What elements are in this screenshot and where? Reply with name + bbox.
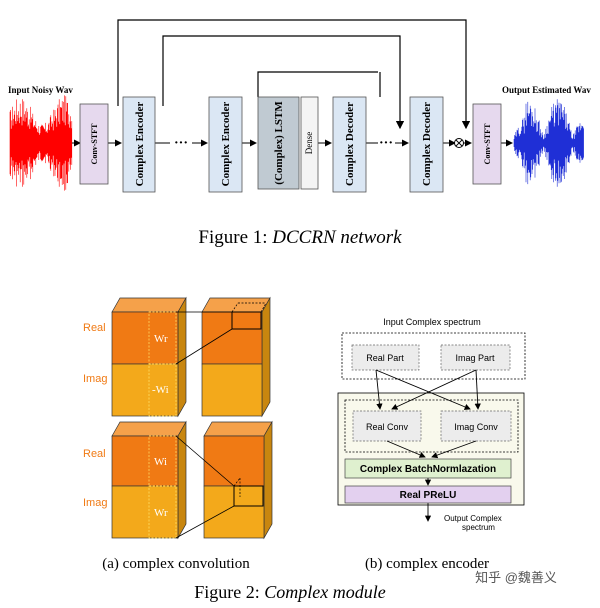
complex-decoder-block-1: Complex Decoder (332, 96, 367, 193)
svg-text:(Complex) LSTM: (Complex) LSTM (273, 101, 285, 185)
crossing-arrows (375, 369, 481, 410)
batchnorm-box: Complex BatchNormlazation (344, 458, 512, 479)
svg-text:Imag Part: Imag Part (455, 353, 495, 363)
cube-top-left (111, 296, 187, 418)
cube-top-right (201, 296, 271, 418)
svg-text:Real PReLU: Real PReLU (400, 490, 457, 501)
figure2b-caption: (b) complex encoder (365, 556, 489, 572)
svg-text:Complex Encoder: Complex Encoder (134, 102, 146, 187)
svg-text:Imag Conv: Imag Conv (454, 422, 498, 432)
merge-arrows (386, 440, 477, 522)
cube-bottom-right (203, 420, 273, 540)
figure2b-complex-encoder: Input Complex spectrum Real Part Imag Pa… (337, 317, 526, 572)
imag-conv-box: Imag Conv (440, 410, 512, 442)
kernel-neg-wi: -Wi (152, 384, 169, 396)
output-complex-spectrum-title: Output Complex (444, 514, 502, 523)
svg-text:Real Conv: Real Conv (366, 422, 409, 432)
conv-stft-output-block: Conv-STFT (472, 103, 502, 185)
watermark: 知乎 @魏善义 (475, 570, 557, 585)
svg-text:Conv-STFT: Conv-STFT (483, 123, 492, 165)
connector-lines-top (175, 311, 233, 365)
figure2-caption: Figure 2: Complex module (194, 582, 385, 602)
input-waveform (9, 95, 73, 191)
kernel-wr-top: Wr (154, 333, 168, 345)
complex-encoder-block-1: Complex Encoder (122, 96, 156, 193)
conv-dashed-group (344, 399, 519, 453)
real-part-box: Real Part (351, 344, 420, 371)
connector-lines-bottom (175, 435, 235, 539)
kernel-wi: Wi (154, 456, 167, 468)
svg-text:Complex BatchNormlazation: Complex BatchNormlazation (360, 464, 496, 475)
output-complex-spectrum-title-2: spectrum (462, 523, 495, 532)
dense-block: Dense (300, 96, 319, 190)
input-noisy-wav-label: Input Noisy Wav (8, 85, 73, 95)
complex-lstm-block: (Complex) LSTM (257, 96, 300, 190)
prelu-box: Real PReLU (344, 485, 512, 504)
label-real-bottom: Real (83, 448, 106, 460)
ellipsis-decoders: ··· (379, 136, 393, 151)
waveform-trace (9, 95, 73, 191)
figure1-caption: Figure 1: DCCRN network (198, 227, 402, 248)
ellipsis-encoders: ··· (174, 136, 188, 151)
skip-connection-lines (117, 19, 471, 130)
svg-text:Complex Encoder: Complex Encoder (220, 102, 232, 187)
cube-bottom-left (111, 420, 187, 540)
multiply-operator (454, 138, 464, 148)
svg-text:Dense: Dense (304, 132, 314, 155)
conv-stft-input-block: Conv-STFT (79, 103, 109, 185)
svg-text:Real Part: Real Part (366, 353, 404, 363)
imag-part-box: Imag Part (440, 344, 511, 371)
output-waveform (513, 99, 584, 187)
complex-decoder-block-2: Complex Decoder (409, 96, 444, 193)
kernel-wr-bottom: Wr (154, 507, 168, 519)
complex-encoder-block-2: Complex Encoder (208, 96, 243, 193)
label-real-top: Real (83, 322, 106, 334)
label-imag-top: Imag (83, 373, 107, 385)
label-imag-bottom: Imag (83, 497, 107, 509)
figure1-dccrn-network: Input Noisy Wav Output Estimated Wav Con… (8, 19, 591, 248)
waveform-trace (513, 99, 584, 187)
real-conv-box: Real Conv (352, 410, 422, 442)
input-complex-spectrum-title: Input Complex spectrum (383, 317, 481, 327)
svg-text:Conv-STFT: Conv-STFT (90, 123, 99, 165)
figure2a-caption: (a) complex convolution (102, 556, 250, 572)
figure2a-complex-convolution: Real Imag Real Imag Wr -Wi (83, 296, 273, 572)
svg-text:Complex Decoder: Complex Decoder (344, 102, 356, 186)
svg-text:Complex Decoder: Complex Decoder (421, 102, 433, 186)
output-estimated-wav-label: Output Estimated Wav (502, 85, 591, 95)
